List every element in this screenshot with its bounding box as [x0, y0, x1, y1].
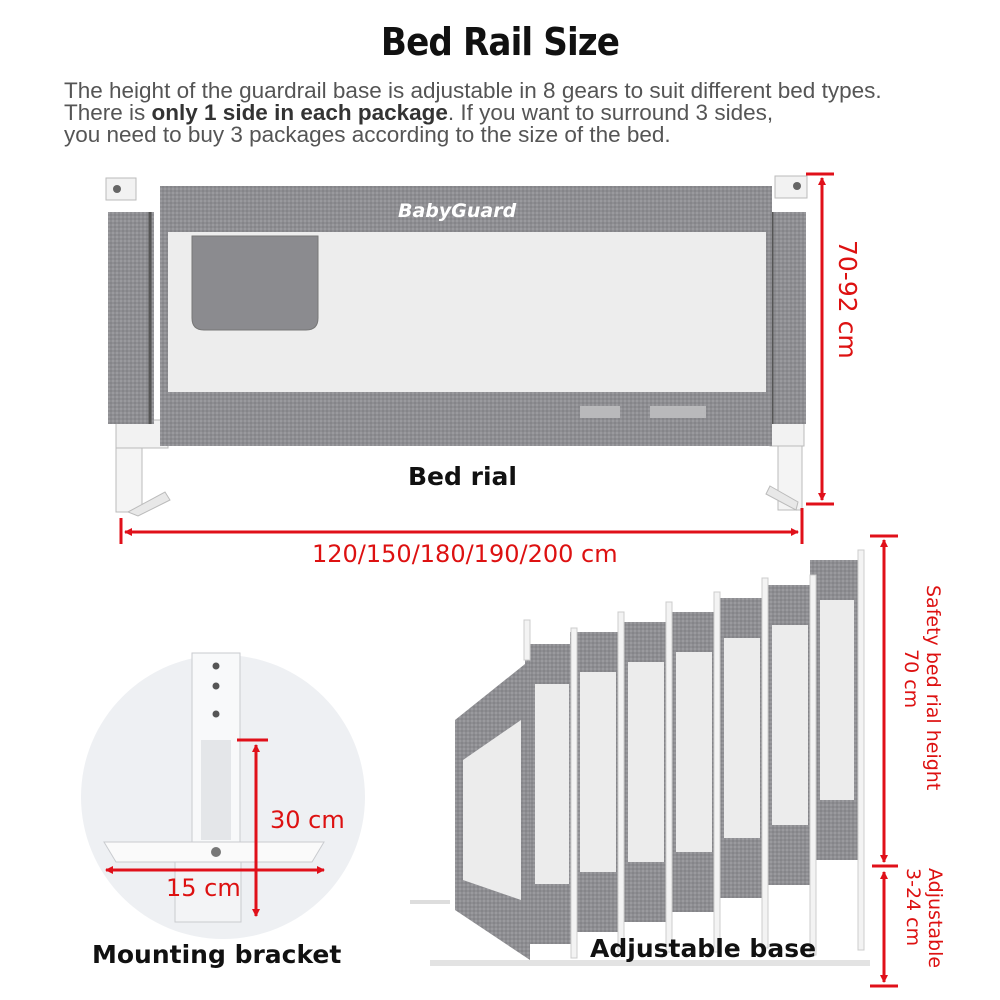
- brand-logo: BabyGuard: [398, 200, 517, 222]
- bracket-height-label: 30 cm: [270, 806, 345, 834]
- description-line-1: The height of the guardrail base is adju…: [64, 78, 882, 103]
- bracket-width-label: 15 cm: [166, 874, 241, 902]
- rail-height-label: 70-92 cm: [833, 240, 862, 359]
- safety-height-label: Safety bed rial height 70 cm: [900, 585, 944, 791]
- right-post: [765, 175, 808, 511]
- adjustable-rails-stack: [410, 549, 870, 966]
- left-post: [105, 177, 171, 517]
- description-line-3: you need to buy 3 packages according to …: [64, 122, 671, 147]
- right-flap: [770, 212, 806, 424]
- bed-rail-label: Bed rial: [408, 462, 517, 491]
- storage-pocket: [191, 235, 319, 331]
- rail-width-label: 120/150/180/190/200 cm: [312, 540, 618, 568]
- mounting-bracket-label: Mounting bracket: [92, 940, 342, 969]
- left-flap: [108, 212, 154, 424]
- adjustable-base-label: Adjustable base: [590, 934, 817, 963]
- description: The height of the guardrail base is adju…: [64, 78, 994, 147]
- page-title: Bed Rail Size: [380, 20, 620, 64]
- adjustable-range-label: Adjustable 3-24 cm: [902, 868, 946, 969]
- description-line-2: There is only 1 side in each package. If…: [64, 100, 774, 125]
- package-note: only 1 side in each package: [151, 100, 448, 125]
